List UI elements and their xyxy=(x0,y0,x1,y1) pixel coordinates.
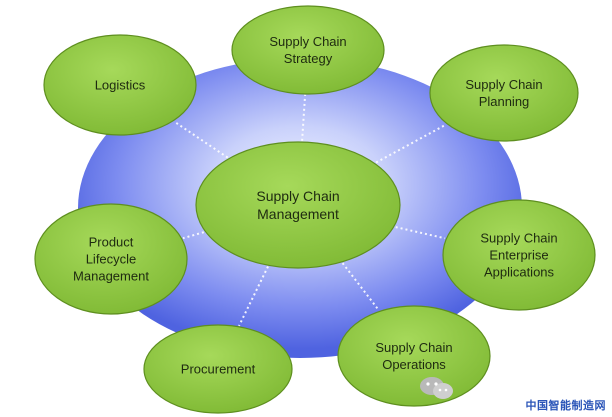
node-center-label-line-2: Management xyxy=(257,206,339,222)
connector-planning xyxy=(375,123,447,164)
connector-procurement xyxy=(238,266,269,327)
node-planning-shape xyxy=(429,44,579,142)
node-product-lifecycle-management-label-line-3: Management xyxy=(73,269,149,284)
wechat-icon xyxy=(420,377,453,399)
node-operations-label-line-1: Supply Chain xyxy=(375,340,452,355)
node-product-lifecycle-management-shape xyxy=(34,203,188,315)
node-operations-shape xyxy=(337,305,491,407)
node-logistics: Logistics xyxy=(43,34,197,136)
node-enterprise-applications-shape xyxy=(442,199,596,311)
connector-product-lifecycle-management xyxy=(182,231,205,240)
node-logistics-label-line-1: Logistics xyxy=(95,78,146,93)
node-logistics-shape xyxy=(43,34,197,136)
node-center-label-line-1: Supply Chain xyxy=(256,188,339,204)
node-procurement: Procurement xyxy=(143,324,293,414)
node-enterprise-applications-label-line-1: Supply Chain xyxy=(480,231,557,246)
node-product-lifecycle-management-label-line-1: Product xyxy=(89,235,134,250)
node-operations-label-line-2: Operations xyxy=(382,357,446,372)
node-procurement-shape xyxy=(143,324,293,414)
connector-enterprise-applications xyxy=(395,226,446,240)
watermark-text: 中国智能制造网 xyxy=(525,399,606,412)
node-strategy-label-line-2: Strategy xyxy=(284,51,333,66)
node-product-lifecycle-management-label-line-2: Lifecycle xyxy=(86,252,137,267)
node-center-shape xyxy=(195,141,401,269)
node-strategy-label-line-1: Supply Chain xyxy=(269,34,346,49)
node-strategy-shape xyxy=(231,5,385,95)
node-enterprise-applications-label-line-3: Applications xyxy=(484,265,555,280)
node-planning-label-line-2: Planning xyxy=(479,94,530,109)
node-planning-label-line-1: Supply Chain xyxy=(465,77,542,92)
node-enterprise-applications-label-line-2: Enterprise xyxy=(489,248,548,263)
connector-lines xyxy=(173,94,447,327)
node-procurement-label-line-1: Procurement xyxy=(181,362,256,377)
connector-logistics xyxy=(173,120,229,159)
